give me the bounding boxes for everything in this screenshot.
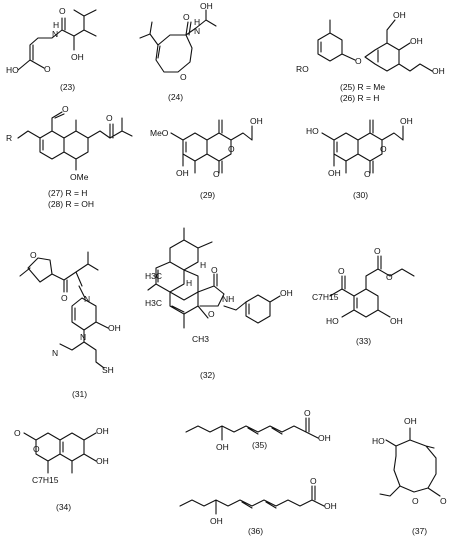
atom-label: HO	[372, 436, 385, 446]
atom-label: OH	[96, 426, 109, 436]
atom-label: HO	[306, 126, 319, 136]
atom-label: OH	[200, 1, 213, 11]
atom-label: N	[194, 26, 200, 36]
atom-label: HO	[6, 65, 19, 75]
atom-label: N	[80, 332, 86, 342]
compound-caption: (33)	[356, 336, 371, 346]
compound-34: O O OH OH C7H15 (34)	[14, 426, 109, 512]
atom-label: N	[52, 348, 58, 358]
atom-label: C7H15	[312, 292, 339, 302]
atom-label: OH	[393, 10, 406, 20]
compound-24: O N H O OH (24)	[139, 1, 217, 102]
compound-31: O O N N OH N SH (31)	[19, 250, 121, 399]
compound-caption: (26) R = H	[340, 93, 379, 103]
atom-label: H3C	[145, 271, 162, 281]
atom-label: O	[33, 444, 40, 454]
atom-label: OH	[210, 516, 223, 526]
atom-label: O	[304, 408, 311, 418]
atom-label: O	[14, 428, 21, 438]
atom-label: O	[44, 64, 51, 74]
atom-label: O	[338, 266, 345, 276]
atom-label: HO	[326, 316, 339, 326]
compound-36: O OH OH (36)	[179, 476, 337, 536]
atom-label: O	[380, 144, 387, 154]
atom-label: OH	[108, 323, 121, 333]
atom-label: O	[386, 272, 393, 282]
compound-caption: (36)	[248, 526, 263, 536]
atom-label: OH	[96, 456, 109, 466]
atom-label: O	[183, 12, 190, 22]
atom-label: H	[53, 20, 59, 30]
compound-caption: (30)	[353, 190, 368, 200]
atom-label: OMe	[70, 172, 89, 182]
atom-label: OH	[176, 168, 189, 178]
atom-label: OH	[390, 316, 403, 326]
compound-35: O OH OH (35)	[185, 408, 331, 452]
atom-label: OH	[410, 36, 423, 46]
atom-label: OH	[404, 416, 417, 426]
atom-label: O	[374, 246, 381, 256]
atom-label: CH3	[192, 334, 209, 344]
atom-label: O	[180, 72, 187, 82]
compound-caption: (31)	[72, 389, 87, 399]
compound-32: H3C H3C H H O NH O CH3 OH (32)	[145, 227, 293, 380]
atom-label: O	[355, 56, 362, 66]
atom-label: H3C	[145, 298, 162, 308]
atom-label: H	[200, 260, 206, 270]
compound-caption: (24)	[168, 92, 183, 102]
atom-label: OH	[250, 116, 263, 126]
atom-label: SH	[102, 365, 114, 375]
compound-29: MeO OH O O OH (29)	[150, 116, 263, 200]
atom-label: OH	[318, 433, 331, 443]
atom-label: RO	[296, 64, 309, 74]
atom-label: O	[440, 496, 447, 506]
atom-label: H	[186, 278, 192, 288]
compound-25-26: RO O OH OH OH (25) R = Me (26) R = H	[296, 10, 445, 103]
atom-label: O	[211, 265, 218, 275]
compound-caption: (34)	[56, 502, 71, 512]
atom-label: O	[61, 293, 68, 303]
compound-33: O O O C7H15 HO OH (33)	[312, 246, 415, 346]
atom-label: O	[310, 476, 317, 486]
compound-caption: (32)	[200, 370, 215, 380]
atom-label: OH	[324, 501, 337, 511]
atom-label: O	[213, 169, 220, 179]
atom-label: R	[6, 133, 12, 143]
atom-label: O	[106, 113, 113, 123]
compound-23: HO O N H O OH (23)	[6, 6, 97, 92]
atom-label: MeO	[150, 128, 169, 138]
compound-caption: (35)	[252, 440, 267, 450]
compound-30: HO OH O O OH (30)	[306, 116, 413, 200]
atom-label: OH	[432, 66, 445, 76]
atom-label: O	[30, 250, 37, 260]
compound-caption: (37)	[412, 526, 427, 536]
compound-caption: (23)	[60, 82, 75, 92]
compound-caption: (25) R = Me	[340, 82, 385, 92]
compound-caption: (29)	[200, 190, 215, 200]
compound-37: HO OH O O (37)	[372, 416, 447, 536]
atom-label: O	[59, 6, 66, 16]
atom-label: OH	[71, 52, 84, 62]
compound-27-28: O R O OMe (27) R = H (28) R = OH	[6, 104, 133, 209]
atom-label: O	[62, 104, 69, 114]
compound-caption: (28) R = OH	[48, 199, 94, 209]
atom-label: N	[52, 29, 58, 39]
atom-label: N	[84, 294, 90, 304]
atom-label: OH	[328, 168, 341, 178]
compound-caption: (27) R = H	[48, 188, 87, 198]
atom-label: H	[194, 17, 200, 27]
atom-label: OH	[280, 288, 293, 298]
atom-label: OH	[400, 116, 413, 126]
atom-label: O	[364, 169, 371, 179]
atom-label: O	[228, 144, 235, 154]
atom-label: O	[208, 309, 215, 319]
atom-label: OH	[216, 442, 229, 452]
atom-label: NH	[222, 294, 234, 304]
atom-label: O	[412, 496, 419, 506]
atom-label: C7H15	[32, 475, 59, 485]
